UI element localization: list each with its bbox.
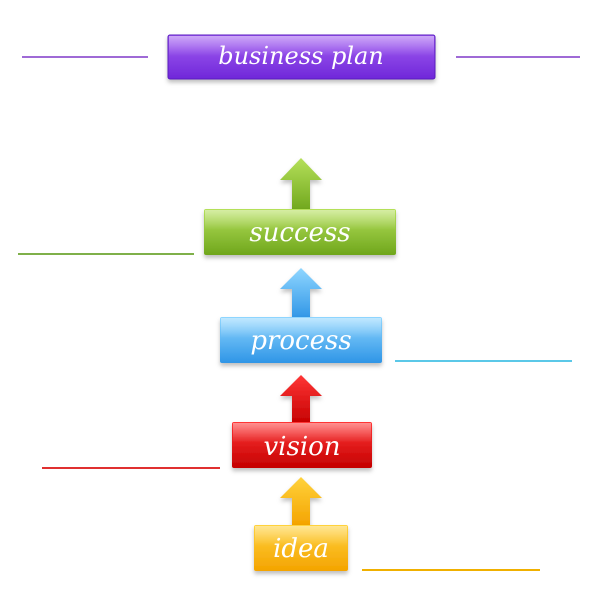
title-label: business plan (218, 42, 384, 70)
process-label: process (250, 326, 351, 356)
idea-label: idea (273, 534, 329, 564)
step-process: process (220, 268, 572, 363)
process-arrow (280, 268, 322, 319)
success-label: success (249, 218, 350, 248)
step-vision: vision (42, 375, 372, 469)
success-arrow (280, 158, 322, 211)
process-gloss (221, 318, 381, 338)
title-group: business plan (22, 34, 580, 80)
vision-label: vision (263, 432, 340, 462)
title-gloss (169, 36, 434, 56)
idea-arrow (280, 477, 322, 526)
vision-gloss (233, 423, 371, 443)
step-idea: idea (254, 477, 540, 571)
idea-gloss (255, 526, 347, 546)
success-gloss (205, 210, 395, 230)
vision-arrow (280, 375, 322, 424)
step-success: success (18, 158, 396, 255)
